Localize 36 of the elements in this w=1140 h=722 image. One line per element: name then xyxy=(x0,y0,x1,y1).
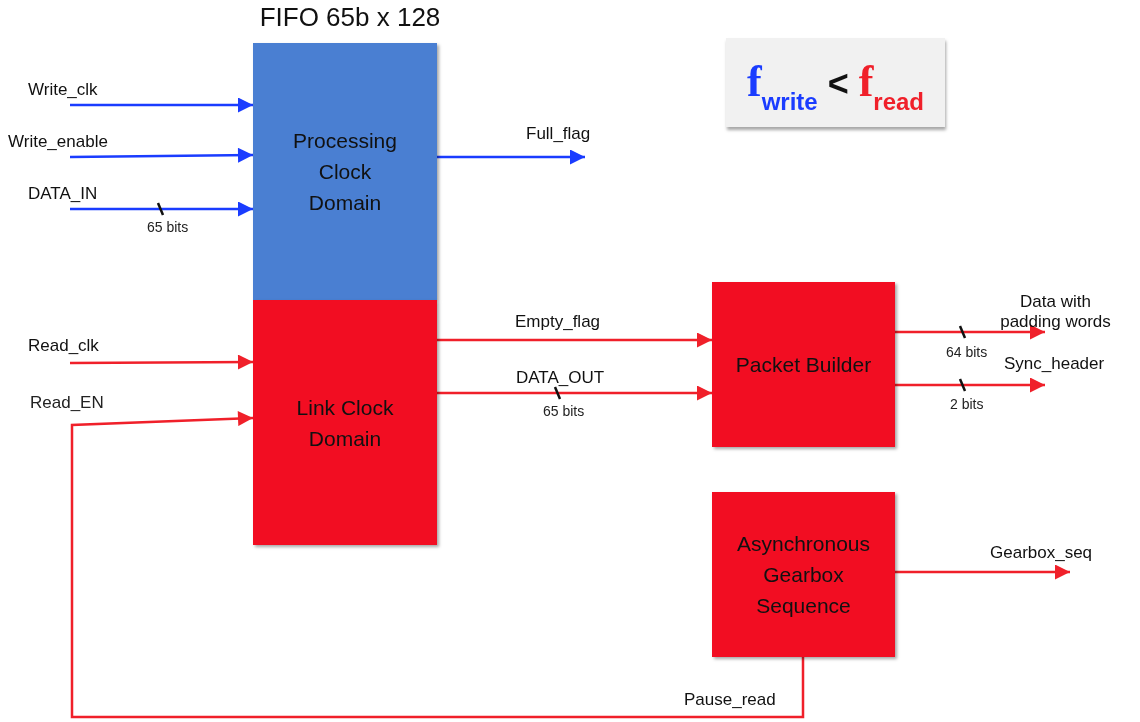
bus-width-label: 64 bits xyxy=(946,344,988,360)
signal-arrow xyxy=(70,411,805,719)
edge-label: DATA_OUT xyxy=(516,368,605,388)
signal-name: Sync_header xyxy=(1004,354,1106,374)
signal-arrow xyxy=(437,149,585,165)
bus-width-label: 2 bits xyxy=(950,396,984,412)
signal-name: Write_clk xyxy=(28,80,99,100)
signal-arrow xyxy=(437,385,712,401)
process-box: Asynchronous Gearbox Sequence xyxy=(712,492,895,657)
signal-arrow xyxy=(895,324,1045,340)
bus-width-label: 65 bits xyxy=(543,403,585,419)
signal-name: Write_enable xyxy=(8,132,109,152)
formula-box xyxy=(726,38,945,127)
bus-width-label: 65 bits xyxy=(147,219,189,235)
fifo-title: FIFO 65b x 128 xyxy=(258,2,442,33)
edge-label: Pause_read xyxy=(684,690,776,710)
process-box: Link Clock Domain xyxy=(253,300,437,545)
signal-name: Read_clk xyxy=(28,336,100,356)
signal-name: Read_EN xyxy=(30,393,104,413)
signal-arrow xyxy=(70,201,253,217)
process-box: Processing Clock Domain xyxy=(253,43,437,300)
edge-label: Empty_flag xyxy=(515,312,601,332)
inequality-sign: < xyxy=(827,66,849,102)
signal-arrow xyxy=(437,332,712,348)
signal-name: Gearbox_seq xyxy=(990,543,1094,563)
signal-arrow xyxy=(70,354,253,370)
signal-arrow xyxy=(70,147,253,163)
signal-arrow xyxy=(895,377,1045,393)
signal-arrow xyxy=(895,564,1070,580)
signal-name: Data with padding words xyxy=(999,292,1112,332)
frequency-symbol: f$_{read}$ xyxy=(858,60,925,114)
signal-arrow xyxy=(70,97,253,113)
signal-name: DATA_IN xyxy=(28,184,99,204)
frequency-symbol: f$_{write}$ xyxy=(746,60,818,114)
signal-name: Full_flag xyxy=(526,124,592,144)
process-box: Packet Builder xyxy=(712,282,895,447)
